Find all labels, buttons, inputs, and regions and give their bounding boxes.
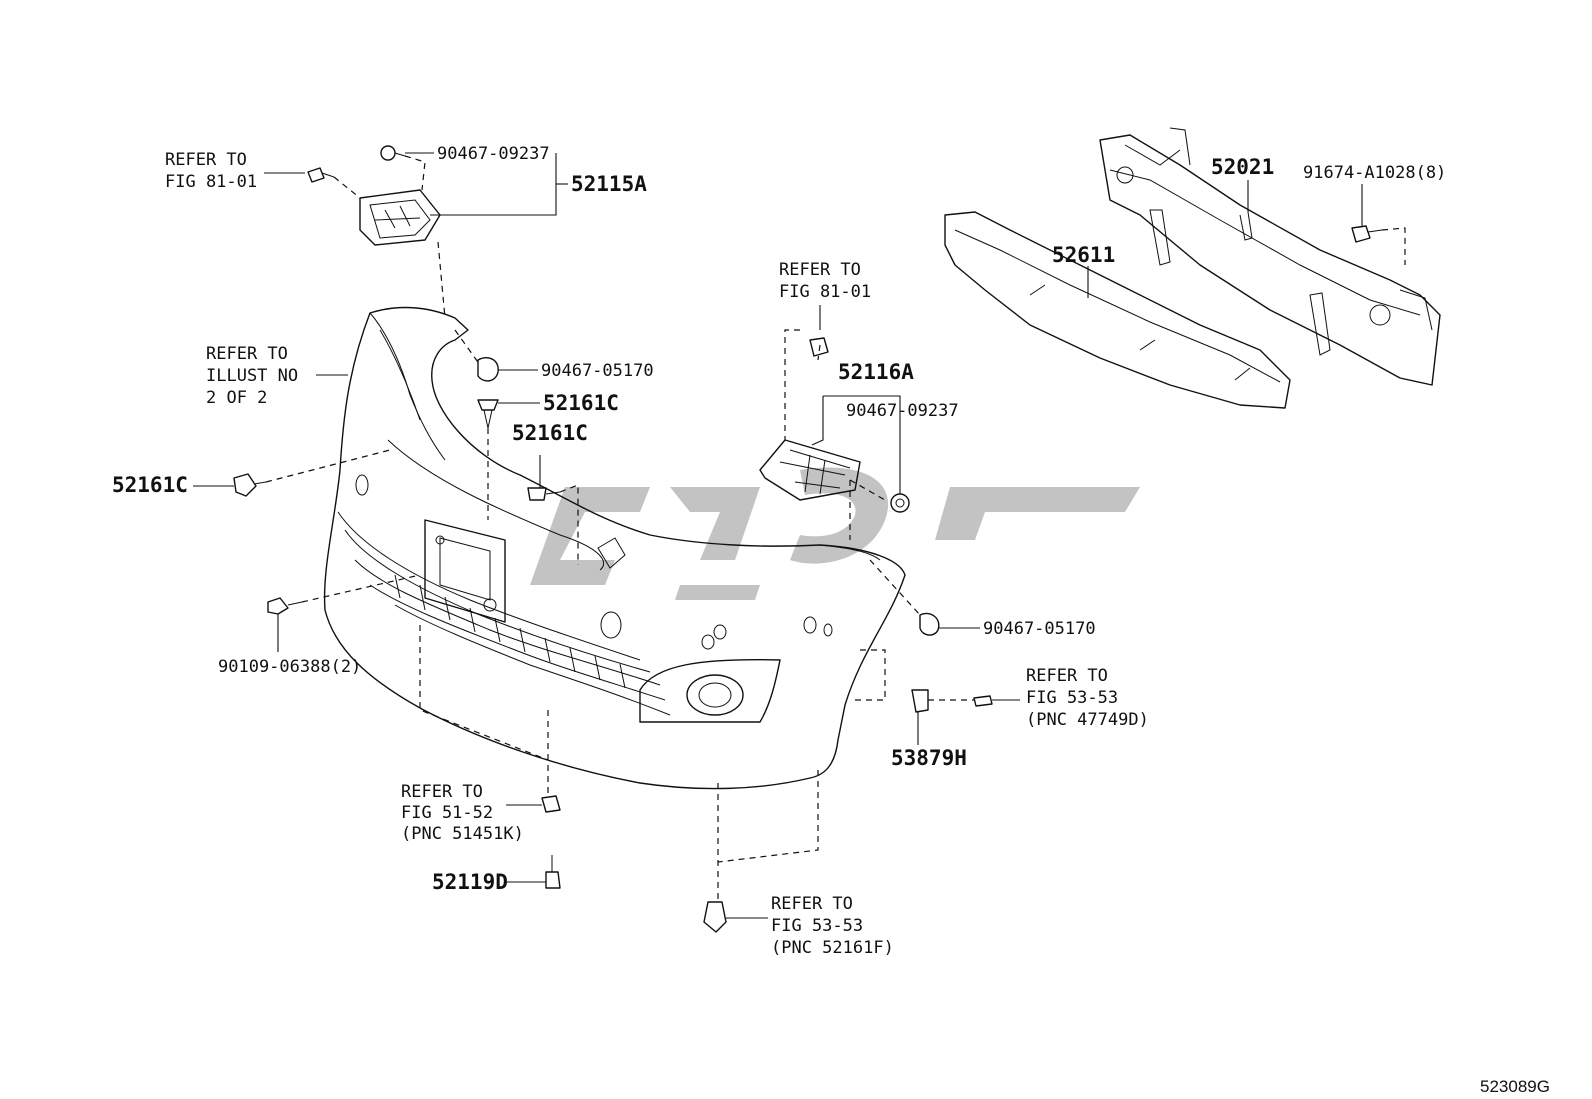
ref-illust-line3: 2 OF 2 bbox=[206, 388, 267, 408]
ref-fig-51-52-line2: FIG 51-52 bbox=[401, 803, 493, 823]
ref-fig-81-01-left-line2: FIG 81-01 bbox=[165, 172, 257, 192]
ref-fig-53-53-bottom-line3: (PNC 52161F) bbox=[771, 938, 894, 958]
ref-fig-53-53-bottom-line2: FIG 53-53 bbox=[771, 916, 863, 936]
callout-53879H: 53879H bbox=[891, 746, 967, 770]
diagram-code: 523089G bbox=[1480, 1077, 1550, 1096]
callout-52115A: 52115A bbox=[571, 172, 647, 196]
ref-fig-53-53-bottom-line1: REFER TO bbox=[771, 894, 853, 914]
ref-fig-81-01-right-line2: FIG 81-01 bbox=[779, 282, 871, 302]
callout-90109-06388: 90109-06388(2) bbox=[218, 657, 361, 677]
bolt-icon bbox=[1351, 225, 1383, 243]
bolt-icon bbox=[545, 855, 561, 889]
ref-illust-line2: ILLUST NO bbox=[206, 366, 298, 386]
bumper-reinforcement-52021 bbox=[1099, 127, 1441, 386]
ref-fig-51-52-line3: (PNC 51451K) bbox=[401, 824, 524, 844]
labels: REFER TO FIG 81-01 90467-09237 52115A RE… bbox=[112, 144, 1550, 1096]
bumper-cover bbox=[323, 306, 906, 790]
clip-icon bbox=[911, 689, 929, 713]
callout-90467-09237-top: 90467-09237 bbox=[437, 144, 550, 164]
bolt-icon bbox=[267, 597, 303, 615]
nut-icon bbox=[890, 493, 910, 513]
clip-icon bbox=[477, 399, 499, 429]
bolt-icon bbox=[809, 337, 829, 357]
callout-52119D: 52119D bbox=[432, 870, 508, 894]
ref-fig-81-01-right-line1: REFER TO bbox=[779, 260, 861, 280]
clip-icon bbox=[380, 145, 406, 161]
ref-fig-53-53-right-line2: FIG 53-53 bbox=[1026, 688, 1118, 708]
leader-lines bbox=[193, 152, 1363, 919]
callout-91674-A1028: 91674-A1028(8) bbox=[1303, 163, 1446, 183]
callout-90467-05170-left: 90467-05170 bbox=[541, 361, 654, 381]
nut-icon bbox=[541, 795, 561, 813]
callout-52161C-a: 52161C bbox=[543, 391, 619, 415]
ref-fig-53-53-right-line1: REFER TO bbox=[1026, 666, 1108, 686]
callout-52021: 52021 bbox=[1211, 155, 1274, 179]
watermark-logo bbox=[530, 467, 1140, 600]
assembly-lines bbox=[265, 155, 1406, 902]
ref-fig-51-52-line1: REFER TO bbox=[401, 782, 483, 802]
callout-90467-09237-right: 90467-09237 bbox=[846, 401, 959, 421]
ref-fig-53-53-right-line3: (PNC 47749D) bbox=[1026, 710, 1149, 730]
grommet-icon bbox=[919, 612, 940, 636]
energy-absorber-52611 bbox=[944, 211, 1291, 409]
ref-illust-line1: REFER TO bbox=[206, 344, 288, 364]
ref-fig-81-01-left-line1: REFER TO bbox=[165, 150, 247, 170]
callout-52116A: 52116A bbox=[838, 360, 914, 384]
callout-52161C-b: 52161C bbox=[512, 421, 588, 445]
grommet-icon bbox=[477, 356, 499, 382]
bolt-icon bbox=[973, 695, 993, 707]
left-bracket-52115A bbox=[359, 189, 441, 246]
clip-icon bbox=[233, 473, 267, 497]
callout-52611: 52611 bbox=[1052, 243, 1115, 267]
bolt-icon bbox=[307, 167, 335, 183]
callout-90467-05170-right: 90467-05170 bbox=[983, 619, 1096, 639]
clip-icon bbox=[703, 901, 727, 933]
callout-52161C-c: 52161C bbox=[112, 473, 188, 497]
